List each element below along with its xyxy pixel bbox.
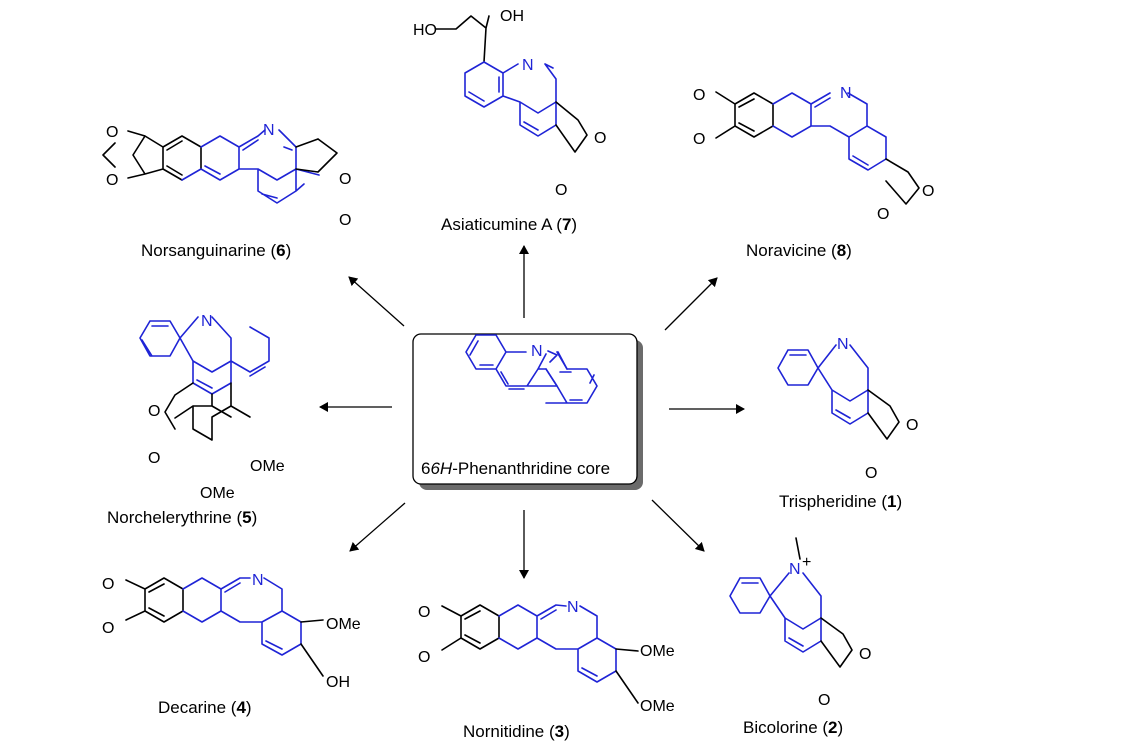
ho-atom-7: HO bbox=[413, 22, 437, 39]
o-atom-3b: O bbox=[418, 649, 430, 666]
o-atom-8b: O bbox=[693, 131, 705, 148]
o-atom-8d: O bbox=[877, 206, 889, 223]
ome-atom-5a: OMe bbox=[250, 458, 285, 475]
ome-atom-3a: OMe bbox=[640, 643, 675, 660]
ome-atom-4: OMe bbox=[326, 616, 361, 633]
n-atom-6: N bbox=[263, 122, 275, 139]
oh-atom-4: OH bbox=[326, 674, 350, 691]
o-atom-8a: O bbox=[693, 87, 705, 104]
n-atom-7: N bbox=[522, 57, 534, 74]
label-6: Norsanguinarine (6) bbox=[141, 241, 291, 260]
o-atom-1b: O bbox=[865, 465, 877, 482]
n-atom-8: N bbox=[840, 85, 852, 102]
o-atom-2b: O bbox=[818, 692, 830, 709]
label-2: Bicolorine (2) bbox=[743, 718, 843, 737]
reaction-arrows bbox=[319, 245, 745, 579]
o-atom-6a: O bbox=[106, 124, 118, 141]
oh-atom-7: OH bbox=[500, 8, 524, 25]
o-atom-7b: O bbox=[555, 182, 567, 199]
compound-8-noravicine: N O O O O Noravicine (8) bbox=[693, 85, 934, 260]
compound-1-trispheridine: N O O Trispheridine (1) bbox=[777, 336, 918, 511]
arrow-to-4 bbox=[349, 502, 406, 552]
n-atom-3: N bbox=[567, 599, 579, 616]
compound-4-decarine: N O O OMe OH Decarine (4) bbox=[102, 572, 361, 717]
n-cation-2: N bbox=[789, 561, 801, 578]
nitrogen-atom: N bbox=[531, 343, 543, 360]
compound-3-nornitidine: N O O OMe OMe Nornitidine (3) bbox=[418, 599, 675, 741]
label-4: Decarine (4) bbox=[158, 698, 252, 717]
core-box: N 66H-Phenanthridine core bbox=[412, 333, 643, 490]
compound-7-asiaticumine-a: N HO OH O O Asiaticumine A (7) bbox=[413, 8, 606, 234]
label-7: Asiaticumine A (7) bbox=[441, 215, 577, 234]
n-atom-5: N bbox=[201, 313, 213, 330]
label-1: Trispheridine (1) bbox=[779, 492, 902, 511]
ome-atom-5b: OMe bbox=[200, 485, 235, 502]
o-atom-4b: O bbox=[102, 620, 114, 637]
ome-atom-3b: OMe bbox=[640, 698, 675, 715]
o-atom-7a: O bbox=[594, 130, 606, 147]
plus-charge-2: + bbox=[802, 554, 811, 571]
core-label: 66H-Phenanthridine core bbox=[421, 459, 610, 478]
arrow-to-8 bbox=[664, 277, 718, 331]
compound-2-bicolorine: N + O O Bicolorine (2) bbox=[729, 537, 871, 737]
o-atom-6c: O bbox=[339, 171, 351, 188]
arrow-to-2 bbox=[651, 499, 705, 552]
o-atom-5b: O bbox=[148, 450, 160, 467]
n-atom-4: N bbox=[252, 572, 264, 589]
o-atom-4a: O bbox=[102, 576, 114, 593]
o-atom-6b: O bbox=[106, 172, 118, 189]
label-5: Norchelerythrine (5) bbox=[107, 508, 257, 527]
label-3: Nornitidine (3) bbox=[463, 722, 570, 741]
o-atom-6d: O bbox=[339, 212, 351, 229]
o-atom-8c: O bbox=[922, 183, 934, 200]
arrow-to-6 bbox=[348, 276, 405, 327]
compound-6-norsanguinarine: N O O O O Norsanguinarine (6) bbox=[102, 122, 351, 260]
o-atom-1a: O bbox=[906, 417, 918, 434]
phenanthridine-core-structure: N bbox=[465, 334, 598, 404]
o-atom-3a: O bbox=[418, 604, 430, 621]
o-atom-2a: O bbox=[859, 646, 871, 663]
label-8: Noravicine (8) bbox=[746, 241, 852, 260]
n-atom-1: N bbox=[837, 336, 849, 353]
o-atom-5a: O bbox=[148, 403, 160, 420]
compound-5-norchelerythrine: N O O OMe OMe Norchelerythrine (5) bbox=[107, 313, 285, 527]
